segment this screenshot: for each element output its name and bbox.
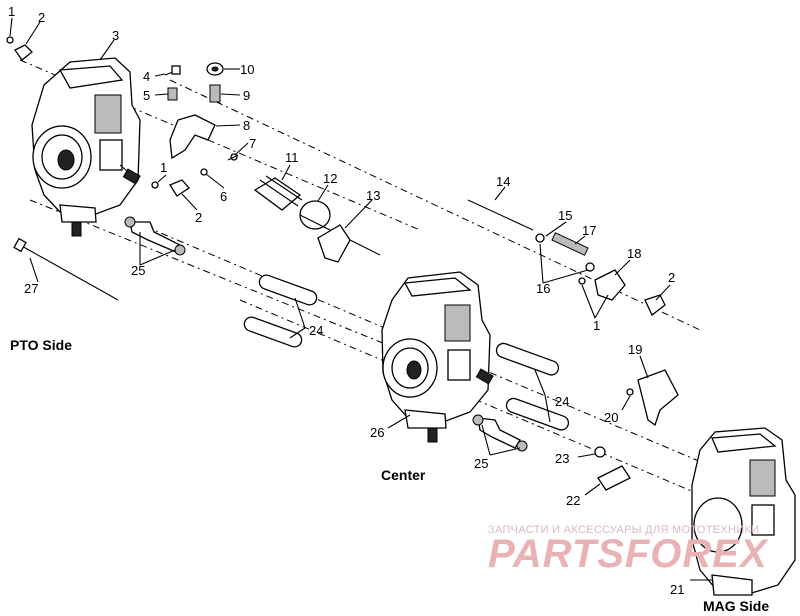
callout-27: 27	[24, 281, 38, 296]
callout-19: 19	[628, 342, 642, 357]
callout-23: 23	[555, 451, 569, 466]
callout-11: 11	[285, 150, 299, 165]
center-carburetor	[381, 271, 494, 443]
callout-24-right: 24	[555, 394, 569, 409]
callout-17: 17	[582, 223, 596, 238]
leader-lines	[9, 17, 712, 581]
callout-25-pto: 25	[131, 263, 145, 278]
callout-numbers: 1 2 3 4 5 10 9 8 7 11 12 13 1 2 6 14 15 …	[8, 4, 684, 597]
callout-1-right: 1	[593, 318, 600, 333]
callout-5: 5	[143, 88, 150, 103]
callout-26: 26	[370, 425, 384, 440]
callout-20: 20	[604, 410, 618, 425]
callout-18: 18	[627, 246, 641, 261]
pto-side-label: PTO Side	[10, 337, 72, 353]
mag-side-label: MAG Side	[703, 598, 769, 614]
callout-2-mid: 2	[195, 210, 202, 225]
tubes	[243, 199, 679, 491]
callout-9: 9	[243, 88, 250, 103]
callout-16: 16	[536, 281, 550, 296]
small-parts-top	[6, 36, 239, 301]
callout-22: 22	[566, 493, 580, 508]
pto-carburetor	[31, 57, 141, 237]
callout-12: 12	[323, 171, 337, 186]
callout-4: 4	[143, 69, 150, 84]
callout-13: 13	[366, 188, 380, 203]
callout-7: 7	[249, 136, 256, 151]
callout-1-mid: 1	[160, 160, 167, 175]
callout-1: 1	[8, 4, 15, 19]
callout-2: 2	[38, 10, 45, 25]
callout-8: 8	[243, 118, 250, 133]
mag-carburetor	[691, 427, 796, 596]
watermark-tagline: ЗАПЧАСТИ И АКСЕССУАРЫ ДЛЯ МОТОТЕХНИКИ	[488, 524, 759, 536]
callout-21: 21	[670, 582, 684, 597]
callout-6: 6	[220, 189, 227, 204]
callout-14: 14	[496, 174, 510, 189]
callout-25-center: 25	[474, 456, 488, 471]
watermark: ЗАПЧАСТИ И АКСЕССУАРЫ ДЛЯ МОТОТЕХНИКИ PA…	[488, 524, 769, 576]
callout-10: 10	[240, 62, 254, 77]
center-label: Center	[381, 467, 426, 483]
callout-2-right: 2	[668, 270, 675, 285]
callout-24-left: 24	[309, 323, 323, 338]
callout-3: 3	[112, 28, 119, 43]
throttle-shaft	[253, 175, 381, 263]
callout-15: 15	[558, 208, 572, 223]
watermark-logo: PARTSFOREX	[488, 532, 769, 576]
